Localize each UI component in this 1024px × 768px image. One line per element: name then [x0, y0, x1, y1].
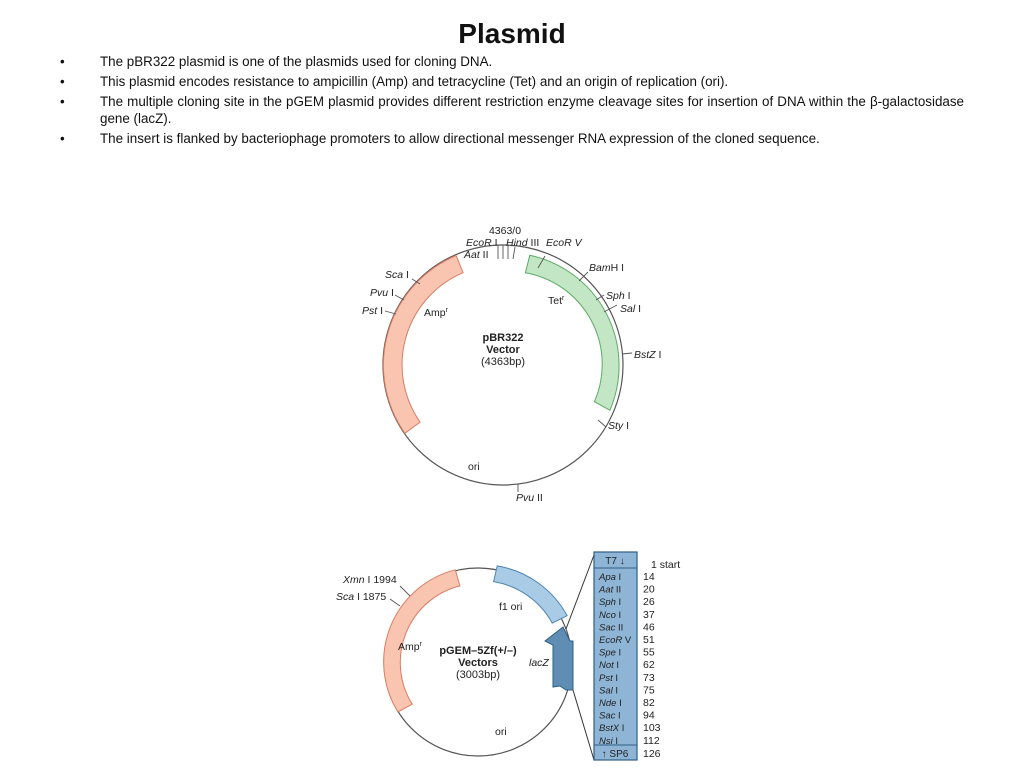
mcs-site-position: 14	[643, 571, 655, 583]
mcs-site-position: 26	[643, 596, 655, 608]
pgem-size: (3003bp)	[456, 669, 500, 681]
pgem-site-ticks	[389, 585, 411, 607]
bullet-marker: •	[60, 74, 65, 89]
site-sali-label: Sal I	[620, 303, 641, 315]
pgem-ori-label: ori	[495, 726, 507, 738]
mcs-site-position: 75	[643, 684, 655, 696]
mcs-site-label: BstX I	[599, 723, 624, 734]
mcs-site-label: Nco I	[599, 610, 621, 621]
mcs-site-label: Not I	[599, 660, 619, 671]
site-ecorv-label: EcoR V	[546, 237, 583, 249]
site-ecori-label: EcoR I	[466, 237, 498, 249]
mcs-site-position: 55	[643, 647, 655, 659]
pbr322-size: (4363bp)	[481, 356, 525, 368]
mcs-site-position: 103	[643, 722, 661, 734]
site-hindiii-label: Hind III	[506, 237, 539, 249]
pgem-name: pGEM–5Zf(+/–)	[439, 645, 517, 657]
pbr322-name: pBR322	[483, 332, 524, 344]
bullet-text: This plasmid encodes resistance to ampic…	[100, 74, 729, 89]
pbr322-site-ticks	[384, 245, 633, 492]
mcs-site-position: 46	[643, 621, 655, 633]
mcs-site-position: 51	[643, 634, 655, 646]
mcs-start-label: 1 start	[651, 559, 680, 571]
mcs-site-position: 112	[643, 735, 660, 747]
site-scai-label: Sca I	[385, 269, 409, 281]
pgem-lacz-segment	[544, 626, 574, 691]
site-sphi-label: Sph I	[606, 290, 631, 302]
mcs-site-label: Nsi I	[599, 736, 618, 747]
bullet-marker: •	[60, 131, 65, 146]
site-bstzi-label: BstZ I	[634, 349, 661, 361]
mcs-site-position: 20	[643, 584, 655, 596]
mcs-site-label: Aat II	[598, 585, 621, 596]
pgem-mcs-connectors	[565, 554, 595, 761]
site-aatii-label: Aat II	[463, 249, 489, 261]
mcs-t7-promoter: T7 ↓	[605, 556, 624, 567]
mcs-site-label: Sal I	[599, 685, 618, 696]
site-scai-1875-label: Sca I 1875	[336, 591, 386, 603]
pgem-amp-label: Ampr	[398, 641, 423, 653]
site-xmni-label: Xmn I 1994	[342, 574, 397, 586]
bullet-item: • The pBR322 plasmid is one of the plasmi…	[60, 53, 964, 70]
mcs-end-number: 126	[643, 748, 661, 760]
pbr322-map: 4363/0 EcoR I Hind III Aat II EcoR V Bam…	[362, 225, 661, 504]
pgem-vectors-label: Vectors	[458, 657, 498, 669]
mcs-site-label: Sac I	[599, 711, 621, 722]
bullet-item: • The multiple cloning site in the pGEM p…	[60, 93, 964, 127]
slide-title: Plasmid	[458, 18, 566, 49]
site-pvui-label: Pvu I	[370, 287, 394, 299]
pbr322-amp-label: Ampr	[424, 307, 449, 319]
bullet-marker: •	[60, 54, 65, 69]
site-pvuii-label: Pvu II	[516, 492, 543, 504]
mcs-site-position: 73	[643, 672, 655, 684]
bullet-list: • The pBR322 plasmid is one of the plasmi…	[60, 53, 964, 150]
mcs-sp6-promoter: ↑ SP6	[602, 749, 629, 760]
pbr322-amp-segment	[382, 254, 464, 435]
mcs-site-label: EcoR V	[599, 635, 632, 646]
mcs-site-label: Spe I	[599, 648, 621, 659]
mcs-column	[593, 551, 638, 761]
bullet-text: The pBR322 plasmid is one of the plasmid…	[100, 54, 493, 69]
site-psti-label: Pst I	[362, 305, 383, 317]
mcs-site-label: Nde I	[599, 698, 622, 709]
pbr322-tet-segment	[524, 254, 620, 412]
mcs-site-label: Sac II	[599, 622, 623, 633]
mcs-site-position: 62	[643, 659, 655, 671]
mcs-site-label: Sph I	[599, 597, 621, 608]
bullet-item: • The insert is flanked by bacteriophage …	[60, 130, 964, 147]
site-styi-label: Sty I	[608, 420, 629, 432]
mcs-site-label: Apa I	[598, 572, 621, 583]
bullet-text: The insert is flanked by bacteriophage p…	[100, 131, 820, 146]
pgem-map: Xmn I 1994 Sca I 1875 Ampr f1 ori lacZ o…	[336, 551, 680, 761]
mcs-site-position: 37	[643, 609, 655, 621]
mcs-site-label: Pst I	[599, 673, 618, 684]
pgem-amp-segment	[383, 569, 461, 713]
pgem-f1ori-label: f1 ori	[499, 601, 522, 613]
mcs-site-position: 94	[643, 710, 655, 722]
bullet-item: • This plasmid encodes resistance to ampi…	[60, 73, 964, 90]
pbr322-tet-label: Tetr	[548, 295, 565, 307]
bullet-text: The multiple cloning site in the pGEM pl…	[100, 94, 964, 126]
bullet-marker: •	[60, 94, 65, 109]
site-bamhi-label: BamH I	[589, 262, 624, 274]
pbr322-position-zero: 4363/0	[489, 225, 521, 237]
pgem-f1ori-segment	[492, 565, 568, 624]
mcs-site-position: 82	[643, 697, 655, 709]
pbr322-ori-label: ori	[468, 461, 480, 473]
pbr322-vector-label: Vector	[486, 344, 520, 356]
pgem-lacz-label: lacZ	[529, 657, 549, 669]
